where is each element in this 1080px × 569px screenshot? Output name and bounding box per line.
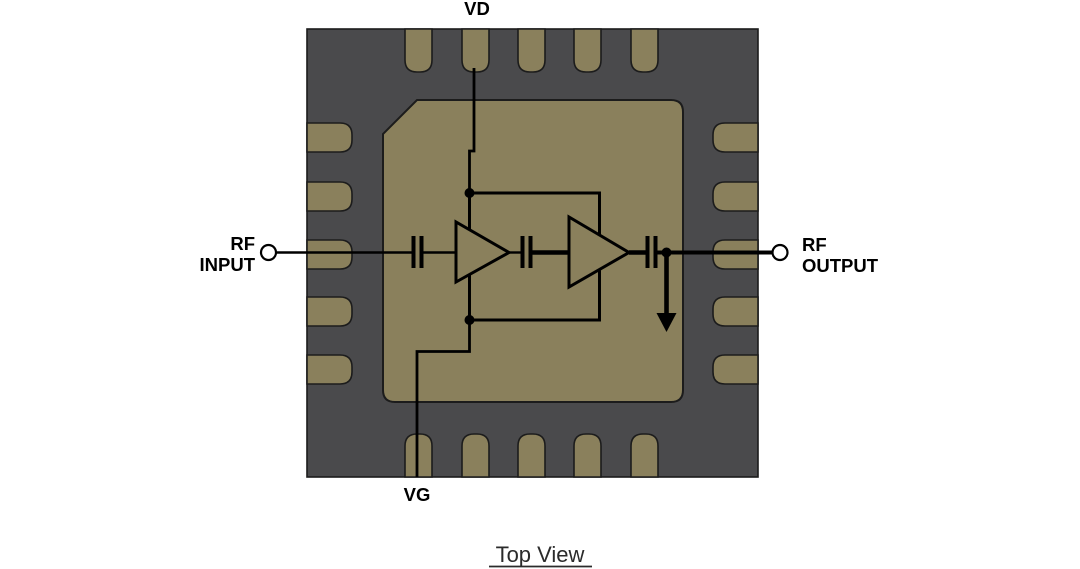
pad-bottom-3 <box>517 433 546 478</box>
schematic <box>259 68 789 477</box>
rf-output-terminal <box>771 243 789 262</box>
rf-output-label-line2: OUTPUT <box>802 255 879 276</box>
pad-right-4 <box>712 296 759 327</box>
pad-left-5 <box>306 354 353 385</box>
pad-top-4 <box>573 28 602 73</box>
pad-top-1 <box>404 28 433 73</box>
vg-label: VG <box>404 484 431 505</box>
pad-bottom-5 <box>630 433 659 478</box>
pad-right-1 <box>712 122 759 153</box>
pad-top-5 <box>630 28 659 73</box>
pad-left-1 <box>306 122 353 153</box>
figure-caption: Top View <box>496 542 585 567</box>
pad-left-3 <box>306 239 353 270</box>
pad-bottom-4 <box>573 433 602 478</box>
pad-top-2 <box>461 28 490 73</box>
pad-bottom-2 <box>461 433 490 478</box>
pad-bottom-1 <box>404 433 433 478</box>
amplifier-stage2 <box>567 214 632 290</box>
rf-output-label-line1: RF <box>802 234 827 255</box>
pad-left-4 <box>306 296 353 327</box>
vd-trace <box>468 68 476 189</box>
vg-trace <box>415 320 471 477</box>
pad-right-5 <box>712 354 759 385</box>
rf-input-label-line2: INPUT <box>200 254 256 275</box>
rf-input-label-line1: RF <box>230 233 255 254</box>
vd-feed-amp2 <box>469 191 601 235</box>
pad-top-3 <box>517 28 546 73</box>
down-arrow-icon <box>656 313 677 332</box>
vg-feed-amp2 <box>469 270 601 322</box>
rf-input-terminal <box>259 243 278 262</box>
junction-dot-vg <box>464 315 475 325</box>
pad-right-2 <box>712 181 759 212</box>
vd-label: VD <box>464 0 490 19</box>
amplifier-stage1 <box>454 219 513 285</box>
pad-left-2 <box>306 181 353 212</box>
junction-dot-vd <box>464 188 475 198</box>
